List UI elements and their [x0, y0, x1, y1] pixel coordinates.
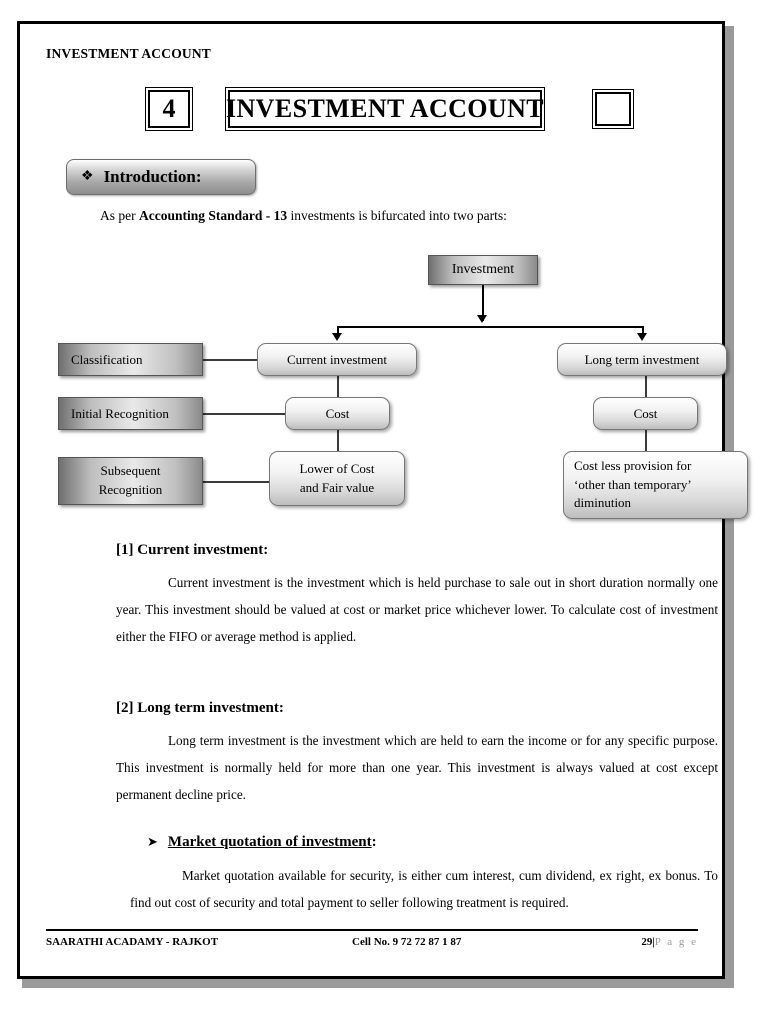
chapter-number-box: 4 — [145, 87, 193, 131]
running-head: INVESTMENT ACCOUNT — [46, 46, 212, 61]
connector-current-cost — [337, 376, 339, 397]
section-2-heading: [2] Long term investment: — [116, 700, 284, 716]
connector-initial-row — [203, 413, 286, 415]
investment-classification-diagram: Investment Classification Initial Recogn… — [20, 229, 748, 519]
footer-page-indicator: 29|P a g e — [641, 936, 698, 948]
introduction-label: Introduction: — [103, 167, 202, 186]
node-lower-line2: and Fair value — [299, 479, 375, 495]
accounting-standard-line: As per Accounting Standard - 13 investme… — [100, 208, 507, 224]
node-subsequent-recognition: Subsequent Recognition — [58, 457, 203, 505]
node-current-cost: Cost — [285, 397, 390, 430]
footer-separator: | — [652, 936, 655, 948]
node-lower-of-cost-and-fair-value: Lower of Cost and Fair value — [269, 451, 405, 506]
node-current-investment: Current investment — [257, 343, 417, 376]
chapter-title-text: INVESTMENT ACCOUNT — [226, 90, 544, 128]
footer-page-number: 29 — [641, 936, 653, 948]
chapter-title-box: INVESTMENT ACCOUNT — [225, 87, 545, 131]
node-investment: Investment — [428, 255, 538, 285]
connector-longterm-cost — [645, 376, 647, 397]
node-long-term-investment: Long term investment — [557, 343, 727, 376]
connector-root-down — [482, 285, 484, 321]
footer-page-word: P a g e — [654, 936, 698, 948]
footer-rule — [46, 929, 698, 931]
footer-institute: SAARATHI ACADAMY - RAJKOT — [46, 936, 219, 948]
market-quotation-heading: ➤ Market quotation of investment: — [147, 834, 377, 851]
asper-bold: Accounting Standard - 13 — [139, 208, 288, 223]
node-costless-line2: ‘other than temporary’ — [574, 476, 692, 492]
connector-split-right — [642, 326, 644, 336]
connector-subsequent-row — [203, 481, 270, 483]
chapter-title-row: 4 INVESTMENT ACCOUNT — [20, 84, 722, 132]
document-page: INVESTMENT ACCOUNT 4 INVESTMENT ACCOUNT … — [17, 21, 748, 979]
node-lower-line1: Lower of Cost — [299, 460, 375, 476]
node-costless-line3: diminution — [574, 495, 632, 511]
section-1-paragraph: Current investment is the investment whi… — [116, 575, 718, 645]
market-quotation-heading-text: Market quotation of investment — [167, 834, 372, 850]
connector-classification-row — [203, 359, 258, 361]
asper-prefix: As per — [100, 208, 139, 223]
node-subsequent-line1: Subsequent — [100, 463, 161, 479]
introduction-banner: ❖ Introduction: — [66, 159, 256, 195]
chapter-blank-inner — [595, 92, 631, 126]
page-footer: SAARATHI ACADAMY - RAJKOT Cell No. 9 72 … — [46, 936, 698, 954]
connector-cost-costless — [645, 430, 647, 451]
node-cost-less-provision: Cost less provision for ‘other than temp… — [563, 451, 748, 519]
node-subsequent-line2: Recognition — [98, 482, 163, 497]
arrow-longterm-icon — [637, 333, 647, 341]
node-initial-recognition: Initial Recognition — [58, 397, 203, 430]
node-costless-line1: Cost less provision for — [574, 457, 692, 473]
arrow-bullet-icon: ➤ — [147, 834, 158, 849]
connector-split-horizontal — [337, 326, 643, 328]
section-2-paragraph: Long term investment is the investment w… — [116, 733, 718, 803]
arrow-current-icon — [332, 333, 342, 341]
chapter-blank-box — [592, 89, 634, 129]
market-quotation-heading-colon: : — [371, 834, 377, 850]
market-quotation-paragraph: Market quotation available for security,… — [130, 868, 718, 911]
footer-contact: Cell No. 9 72 72 87 1 87 — [352, 936, 462, 948]
chapter-number-text: 4 — [148, 90, 190, 128]
section-1-heading: [1] Current investment: — [116, 542, 269, 558]
asper-suffix: investments is bifurcated into two parts… — [287, 208, 507, 223]
arrow-root-down-icon — [477, 315, 487, 323]
node-classification: Classification — [58, 343, 203, 376]
node-long-term-cost: Cost — [593, 397, 698, 430]
diamond-bullet-icon: ❖ — [81, 169, 94, 184]
connector-cost-lower — [337, 430, 339, 451]
connector-split-left — [337, 326, 339, 336]
